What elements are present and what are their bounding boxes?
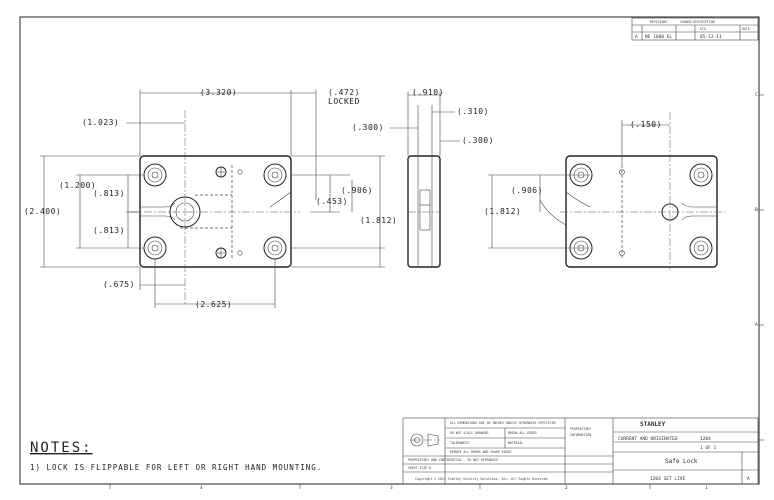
back-view: [560, 112, 725, 270]
dim-side-b: (.300): [352, 123, 384, 132]
screw-top: [215, 166, 227, 178]
dim-right-height: (1.812): [484, 207, 521, 216]
approval-text: CURRENT AND ORIGINATED: [618, 436, 678, 442]
dim-hole-offset-upper: (.813): [93, 189, 125, 198]
mounting-hole-top-right: [263, 163, 287, 187]
revision-letter: A: [635, 34, 638, 40]
dim-side-c: (.300): [462, 136, 494, 145]
border-number-4: 4: [200, 485, 203, 491]
front-view-body: [139, 155, 292, 268]
svg-text:PROPRIETARY: PROPRIETARY: [570, 427, 591, 431]
back-view-dimensions: (.150) (.906) (1.812): [484, 120, 670, 249]
border-letter-b: B: [755, 207, 758, 213]
dim-small-offset: (.453): [316, 197, 348, 206]
dim-hole-spacing-y: (1.200): [59, 181, 96, 190]
dim-side-width: (.910): [412, 88, 444, 97]
eco-header: ECO: [700, 27, 706, 31]
dim-height-overall: (2.400): [24, 207, 61, 216]
scale-text: 1 OF 1: [700, 445, 717, 451]
third-angle-projection-icon: [410, 433, 440, 447]
drawing-title: Safe Lock: [665, 458, 698, 465]
svg-text:ALL DIMENSIONS ARE IN INCHES U: ALL DIMENSIONS ARE IN INCHES UNLESS OTHE…: [450, 421, 556, 425]
locked-label: LOCKED: [328, 97, 360, 106]
title-block: ALL DIMENSIONS ARE IN INCHES UNLESS OTHE…: [402, 417, 759, 485]
svg-text:MATERIAL: MATERIAL: [508, 441, 523, 445]
note-line-1: 1) LOCK IS FLIPPABLE FOR LEFT OR RIGHT H…: [30, 463, 322, 472]
notes-title: NOTES:: [30, 440, 93, 456]
dim-right-offset: (.150): [630, 120, 662, 129]
side-view-body: [407, 155, 441, 268]
dim-hole-offset-lower: (.813): [93, 226, 125, 235]
copyright-text: Copyright © 2011 Stanley Security Soluti…: [415, 477, 547, 481]
side-view-dimensions: (.910) (.310) (.300) (.300): [352, 88, 494, 156]
dim-lock-offset: (.472): [328, 88, 360, 97]
svg-text:SHEET SIZE B: SHEET SIZE B: [408, 466, 431, 470]
date-header: DATE: [742, 27, 750, 31]
notes-section: NOTES: 1) LOCK IS FLIPPABLE FOR LEFT OR …: [30, 440, 322, 472]
change-description-header: CHANGE DESCRIPTION: [680, 20, 715, 24]
sheet-border: C B A 4 3 2 1: [19, 16, 764, 491]
dim-side-a: (.310): [457, 107, 489, 116]
revision-block: REVISIONS CHANGE DESCRIPTION ECO DATE A …: [631, 17, 759, 41]
front-view: [130, 110, 300, 305]
revision-header: REVISIONS: [650, 20, 667, 24]
dim-right-center: (.906): [511, 186, 543, 195]
front-view-dimensions: (3.320) (.472) LOCKED (1.023) (2.400) (1…: [24, 88, 397, 309]
svg-text:DO NOT SCALE DRAWING: DO NOT SCALE DRAWING: [450, 431, 488, 435]
svg-text:INFORMATION: INFORMATION: [570, 433, 591, 437]
dim-center-offset: (.906): [341, 186, 373, 195]
border-number-3: 3: [390, 485, 393, 491]
revision-eco: NE 1608 EL: [645, 34, 672, 40]
screw-bottom: [215, 247, 227, 259]
border-number-2: 2: [565, 485, 568, 491]
back-mounting-hole-bottom-right: [689, 236, 713, 260]
dim-hole-spacing-x: (2.625): [195, 300, 232, 309]
svg-text:REMOVE ALL BURRS AND SHARP EDG: REMOVE ALL BURRS AND SHARP EDGES: [450, 450, 511, 454]
dim-bottom-left: (.675): [103, 280, 135, 289]
back-mounting-hole-top-right: [689, 163, 713, 187]
svg-text:PROPRIETARY AND CONFIDENTIAL -: PROPRIETARY AND CONFIDENTIAL - DO NOT RE…: [408, 458, 498, 462]
revision-date: 05-12-11: [700, 34, 722, 40]
svg-text:BREAK ALL EDGES: BREAK ALL EDGES: [508, 431, 537, 435]
border-letter-c: C: [755, 92, 758, 98]
revision-letter-title: A: [747, 476, 750, 482]
company-name: STANLEY: [640, 421, 666, 428]
border-letter-a: A: [755, 322, 758, 328]
dim-offset-left: (1.023): [82, 118, 119, 127]
dim-height-inner: (1.812): [360, 216, 397, 225]
back-view-body: [565, 155, 718, 268]
dim-width-top: (3.320): [200, 88, 237, 97]
drawing-number: 1204: [700, 436, 711, 442]
border-number-1: 1: [705, 485, 708, 491]
svg-text:TOLERANCES: TOLERANCES: [450, 441, 469, 445]
part-number: 1204 SET LIVE: [650, 476, 686, 482]
side-view: [407, 155, 441, 268]
